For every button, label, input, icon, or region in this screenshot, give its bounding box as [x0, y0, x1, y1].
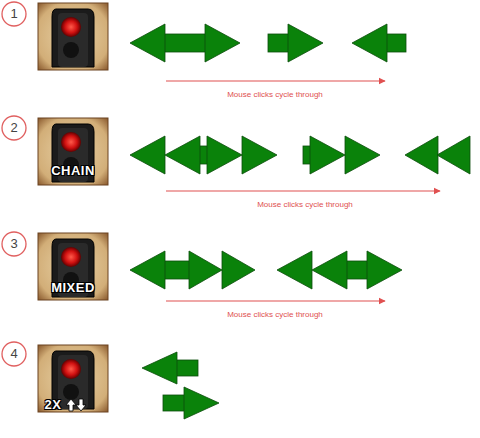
arrow-head	[437, 136, 470, 174]
callout-circle	[2, 2, 26, 26]
cycle-arrow-line	[166, 190, 440, 191]
arrow-head	[222, 251, 255, 289]
arrow-shaft	[163, 261, 192, 279]
arrow-head	[130, 251, 165, 289]
callout-number: 3	[2, 235, 26, 253]
icon-badge: 2X	[41, 398, 65, 412]
arrow-shaft	[163, 395, 186, 411]
callout-number: 1	[2, 5, 26, 23]
icon-badge: MIXED	[38, 281, 108, 295]
arrow-head	[165, 136, 200, 174]
arrow-head	[205, 24, 240, 62]
arrow-head	[189, 251, 222, 289]
traffic-light-icon	[38, 345, 108, 412]
cycle-arrow-line	[166, 80, 385, 81]
cycle-note: Mouse clicks cycle through	[205, 200, 405, 210]
arrow-head	[345, 136, 380, 174]
traffic-light-icon	[38, 3, 108, 70]
traffic-light-icon	[38, 233, 108, 300]
arrow-head	[312, 251, 347, 289]
arrow-head	[367, 251, 402, 289]
callout-number: 2	[2, 119, 26, 137]
arrow-shaft	[268, 34, 290, 52]
arrow-head	[184, 387, 219, 419]
arrow-head	[130, 24, 165, 62]
arrow-head	[277, 251, 312, 289]
icon-badge: CHAIN	[38, 164, 108, 178]
arrow-head	[352, 24, 387, 62]
arrow-head	[207, 136, 242, 174]
arrow-head	[242, 136, 277, 174]
arrow-head	[405, 136, 438, 174]
callout-number: 4	[2, 345, 26, 363]
up-down-arrows	[66, 399, 86, 411]
callout-circle	[2, 232, 26, 256]
arrow-shaft	[164, 34, 206, 52]
arrow-head	[288, 24, 323, 62]
arrow-head	[142, 352, 177, 384]
traffic-light-icon	[38, 118, 108, 185]
cycle-note: Mouse clicks cycle through	[175, 310, 375, 320]
callout-circle	[2, 342, 26, 366]
cycle-arrow-line	[166, 300, 385, 301]
cycle-note: Mouse clicks cycle through	[175, 90, 375, 100]
callout-circle	[2, 116, 26, 140]
arrow-head	[130, 136, 165, 174]
arrow-shaft	[385, 34, 406, 52]
arrow-shaft	[175, 360, 198, 376]
arrow-head	[310, 136, 345, 174]
